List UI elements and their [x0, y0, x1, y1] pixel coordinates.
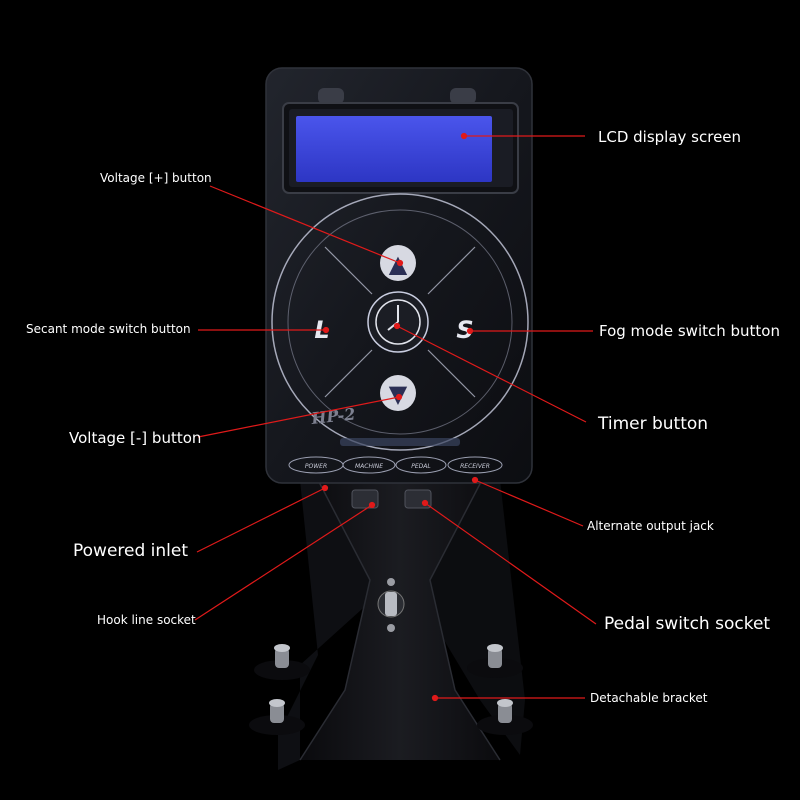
leader-timer	[396, 325, 587, 423]
label-voltage-plus-button: Voltage [+] button	[100, 171, 212, 185]
label-timer-button: Timer button	[598, 414, 709, 434]
label-powered-inlet: Powered inlet	[73, 541, 189, 561]
leader-powered-inlet	[196, 487, 326, 553]
timer-button[interactable]	[367, 291, 429, 353]
indicator-bar	[340, 438, 460, 446]
leader-hook	[194, 504, 373, 621]
fog-mode-letter: S	[456, 316, 473, 344]
label-lcd-display-screen: LCD display screen	[598, 128, 742, 146]
control-ring	[271, 193, 529, 451]
label-secant-mode-switch-button: Secant mode switch button	[26, 322, 191, 336]
label-fog-mode-switch-button: Fog mode switch button	[599, 322, 780, 340]
leader-voltage-plus	[209, 185, 401, 264]
pedal-switch-socket[interactable]	[404, 489, 432, 509]
fog-mode-button[interactable]: S	[456, 316, 473, 344]
label-alternate-output-jack: Alternate output jack	[587, 519, 714, 533]
mount-screws	[249, 644, 533, 735]
jack-label-machine: MACHINE	[355, 463, 383, 470]
leader-lines	[194, 132, 597, 702]
label-detachable-bracket: Detachable bracket	[590, 691, 708, 705]
model-name: HP-2	[309, 404, 356, 428]
jack-label-pedal: PEDAL	[411, 463, 430, 470]
detachable-bracket	[278, 479, 525, 770]
bracket-knob	[377, 578, 405, 632]
clock-icon	[375, 299, 421, 345]
lcd-display-screen	[296, 116, 492, 182]
label-hook-line-socket: Hook line socket	[97, 613, 196, 627]
label-voltage-minus-button: Voltage [-] button	[69, 429, 202, 447]
jack-label-power: POWER	[305, 463, 327, 470]
voltage-minus-button[interactable]: ▼	[380, 375, 416, 411]
leader-voltage-minus	[197, 396, 400, 438]
leader-pedal	[424, 502, 597, 625]
jack-label-row: POWER MACHINE PEDAL RECEIVER	[288, 456, 503, 474]
label-pedal-switch-socket: Pedal switch socket	[604, 614, 771, 634]
leader-alternate	[474, 479, 584, 527]
jack-label-receiver: RECEIVER	[460, 463, 490, 470]
